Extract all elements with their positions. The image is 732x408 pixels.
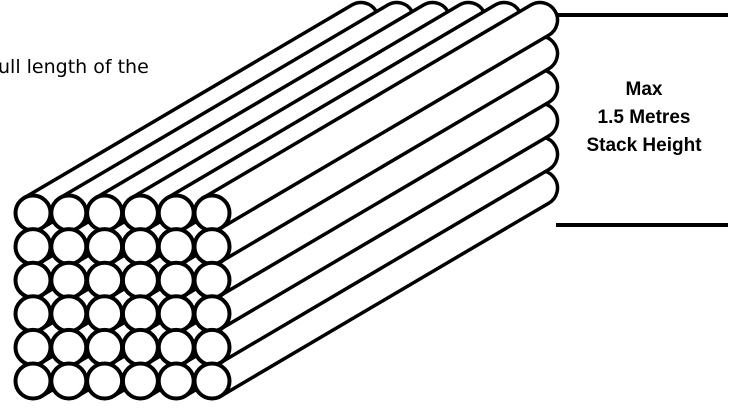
pipe-end: [123, 263, 158, 298]
pipe-end: [159, 196, 194, 231]
height-label-line-1: Max: [558, 76, 730, 104]
pipe-end: [16, 196, 51, 231]
pipe-end: [123, 296, 158, 331]
pipe-end: [87, 263, 122, 298]
pipe-end: [16, 229, 51, 264]
pipe-end: [51, 263, 86, 298]
pipe-end: [51, 296, 86, 331]
pipe-end: [87, 330, 122, 365]
pipe-end: [195, 364, 230, 399]
pipe-end: [159, 229, 194, 264]
pipe-end: [159, 263, 194, 298]
pipe-end: [195, 296, 230, 331]
pipe-end: [87, 364, 122, 399]
height-label: Max 1.5 Metres Stack Height: [558, 76, 730, 160]
pipe-end: [159, 364, 194, 399]
pipe-end: [51, 196, 86, 231]
pipe-end: [16, 330, 51, 365]
pipe-end: [123, 196, 158, 231]
pipe-end: [51, 229, 86, 264]
pipe-end: [87, 296, 122, 331]
pipe-end: [195, 196, 230, 231]
pipe-end: [51, 364, 86, 399]
pipe-end: [16, 364, 51, 399]
pipe-end: [159, 296, 194, 331]
pipe-end: [16, 263, 51, 298]
pipe-end: [159, 330, 194, 365]
pipe-end: [123, 364, 158, 399]
pipe-end: [16, 296, 51, 331]
pipe-end: [195, 330, 230, 365]
pipe-end: [195, 263, 230, 298]
caption-text: ull length of the: [0, 56, 149, 78]
pipe-end: [87, 196, 122, 231]
pipe-end: [195, 229, 230, 264]
height-label-line-2: 1.5 Metres: [558, 104, 730, 132]
height-label-line-3: Stack Height: [558, 132, 730, 160]
pipe-end: [87, 229, 122, 264]
pipe-end: [123, 330, 158, 365]
pipe-end: [51, 330, 86, 365]
pipe-end: [123, 229, 158, 264]
